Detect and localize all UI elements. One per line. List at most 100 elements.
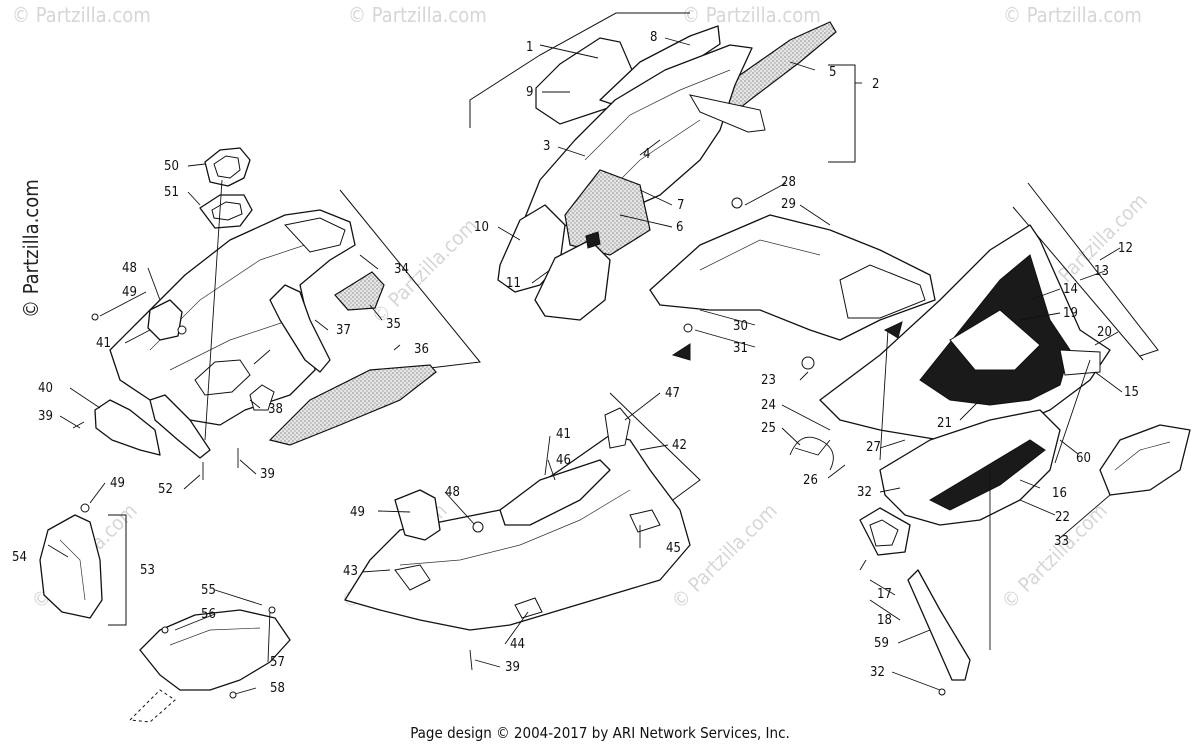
callout-18: 18 [877,613,892,628]
lower-panel-22 [879,409,1061,526]
callout-1: 1 [526,40,533,55]
callout-10: 10 [474,220,489,235]
strip-59 [907,569,971,681]
windshield-assembly [469,12,856,321]
callout-11: 11 [506,276,521,291]
callout-20: 20 [1097,325,1112,340]
cover-46 [499,459,611,526]
callout-44: 44 [510,637,525,652]
callout-17: 17 [877,587,892,602]
callout-38: 38 [268,402,283,417]
screw-49 [91,313,99,321]
watermark: © Partzilla.com [682,3,821,27]
callout-41b: 41 [556,427,571,442]
callout-6: 6 [676,220,683,235]
strip-37 [269,284,331,373]
panel-55 [139,609,291,691]
callout-49c: 49 [350,505,365,520]
panel-6 [564,169,651,256]
callout-15: 15 [1124,385,1139,400]
callout-26: 26 [803,473,818,488]
vent-44 [514,597,543,619]
callout-56: 56 [201,607,216,622]
belly-pan [344,434,691,631]
callout-3: 3 [543,139,550,154]
side-panel-11 [534,239,611,321]
callout-48b: 48 [445,485,460,500]
arrow-27 [883,321,903,339]
callout-36: 36 [414,342,429,357]
leader-lines [47,37,1123,695]
vent-29 [839,264,926,319]
bracket-48 [147,299,183,341]
callout-24: 24 [761,398,776,413]
nut-23 [801,356,815,370]
callout-22: 22 [1055,510,1070,525]
callout-9: 9 [526,85,533,100]
callout-21: 21 [937,416,952,431]
callout-43: 43 [343,564,358,579]
callouts: 1 2 3 4 5 6 7 8 9 10 11 12 13 14 15 16 1… [12,30,1139,696]
callout-2: 2 [872,77,879,92]
cable-25 [789,436,834,471]
callout-39c: 39 [505,660,520,675]
bracket-38 [249,384,275,411]
callout-19: 19 [1063,306,1078,321]
callout-7: 7 [677,198,684,213]
callout-46: 46 [556,453,571,468]
callout-48a: 48 [122,261,137,276]
callout-37: 37 [336,323,351,338]
callout-45: 45 [666,541,681,556]
vent-43 [394,564,431,591]
screw-57 [268,606,276,614]
callout-42: 42 [672,438,687,453]
callout-40: 40 [38,381,53,396]
callout-30: 30 [733,319,748,334]
bracket-4 [688,94,766,133]
callout-47: 47 [665,386,680,401]
callout-51: 51 [164,185,179,200]
side-piece-41 [149,394,211,459]
callout-32b: 32 [870,665,885,680]
footer-copyright: Page design © 2004-2017 by ARI Network S… [410,724,790,742]
watermark: © Partzilla.com [348,3,487,27]
callout-52: 52 [158,482,173,497]
callout-12: 12 [1118,241,1133,256]
callout-29: 29 [781,197,796,212]
callout-16: 16 [1052,486,1067,501]
panel-36 [268,364,437,446]
clip-30 [683,323,693,333]
panel-54 [39,514,103,619]
side-panel-assembly [649,182,1191,681]
callout-53: 53 [140,563,155,578]
callout-49a: 49 [122,285,137,300]
callout-55: 55 [201,583,216,598]
side-watermark: © Partzilla.com [19,179,43,318]
screw-58 [229,691,237,699]
callout-5: 5 [829,65,836,80]
callout-32a: 32 [857,485,872,500]
washer-48 [177,325,187,335]
callout-23: 23 [761,373,776,388]
callout-41a: 41 [96,336,111,351]
side-piece-40 [94,399,161,456]
watermark: © Partzilla.com [367,213,482,328]
watermark: © Partzilla.com [667,498,782,613]
callout-8: 8 [650,30,657,45]
callout-39a: 39 [38,409,53,424]
stripe-22 [928,439,1046,511]
callout-39b: 39 [260,467,275,482]
callout-31: 31 [733,341,748,356]
bracket-47 [604,407,631,449]
callout-57: 57 [270,655,285,670]
panel-35 [334,271,385,311]
callout-25: 25 [761,421,776,436]
watermark: © Partzilla.com [1003,3,1142,27]
callout-59: 59 [874,636,889,651]
hood-assembly [94,147,481,459]
washer-48b [472,521,484,533]
callout-28: 28 [781,175,796,190]
watermark: © Partzilla.com [12,3,151,27]
arrow-31 [671,343,691,361]
